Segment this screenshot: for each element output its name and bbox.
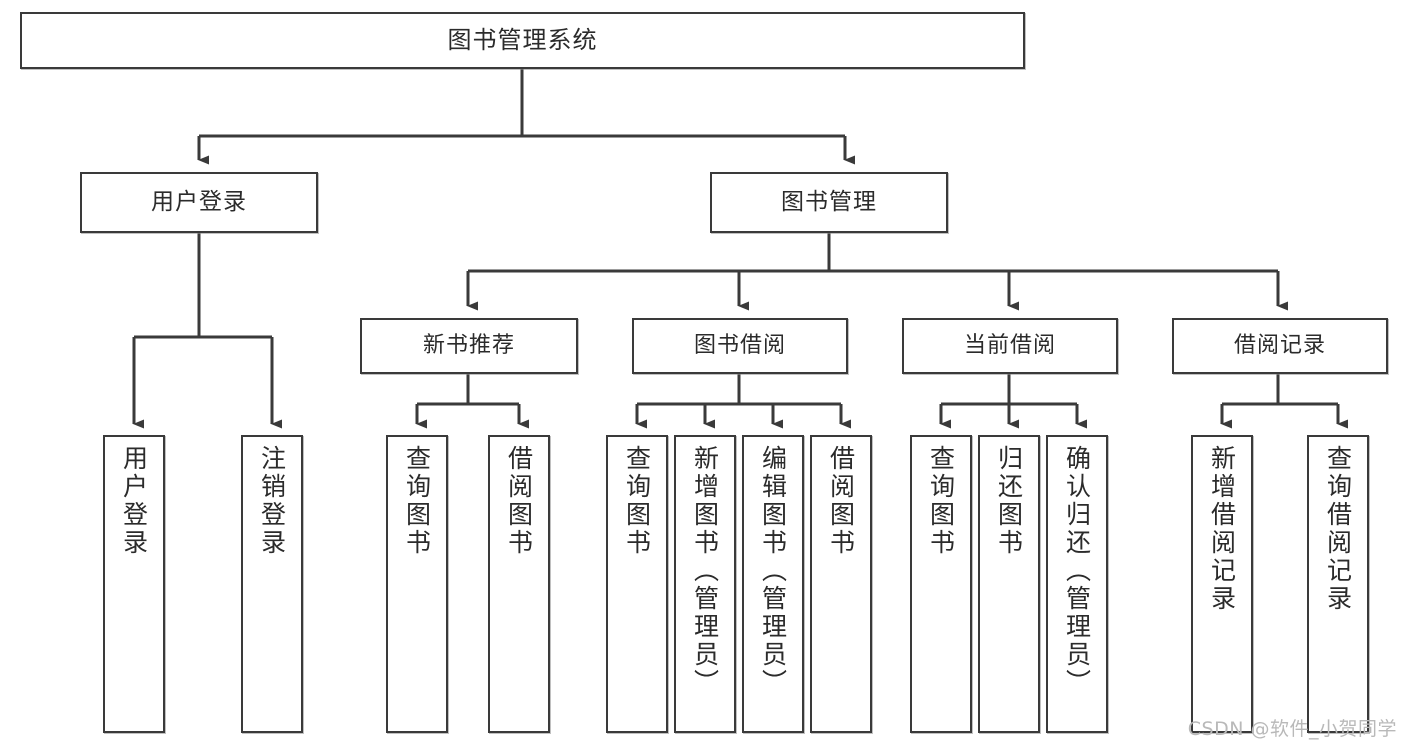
node-leaf-add-book-admin[interactable]: 新增图书（管理员） [674,435,736,733]
node-new-book-recommend[interactable]: 新书推荐 [360,318,578,374]
node-book-management[interactable]: 图书管理 [710,172,948,233]
node-book-borrow[interactable]: 图书借阅 [632,318,848,374]
node-label: 新增借阅记录 [1207,445,1237,613]
node-user-login[interactable]: 用户登录 [80,172,318,233]
node-label: 新书推荐 [422,333,515,359]
node-label: 用户登录 [119,445,149,557]
node-label: 当前借阅 [963,333,1056,359]
node-root-book-management-system[interactable]: 图书管理系统 [20,12,1025,69]
node-label: 用户登录 [151,189,247,216]
node-label: 图书管理系统 [447,25,598,54]
node-label: 确认归还（管理员） [1062,445,1092,697]
node-current-borrow[interactable]: 当前借阅 [902,318,1118,374]
node-leaf-add-borrow-record[interactable]: 新增借阅记录 [1191,435,1253,733]
node-leaf-logout[interactable]: 注销登录 [241,435,303,733]
node-label: 借阅图书 [826,445,856,557]
node-leaf-confirm-return-admin[interactable]: 确认归还（管理员） [1046,435,1108,733]
node-label: 查询图书 [402,445,432,557]
node-leaf-borrow-book[interactable]: 借阅图书 [810,435,872,733]
node-label: 查询借阅记录 [1323,445,1353,613]
node-leaf-query-book-borrow[interactable]: 查询图书 [606,435,668,733]
node-label: 图书借阅 [693,333,786,359]
node-leaf-query-borrow-record[interactable]: 查询借阅记录 [1307,435,1369,733]
node-label: 归还图书 [994,445,1024,557]
node-leaf-return-book[interactable]: 归还图书 [978,435,1040,733]
node-label: 查询图书 [926,445,956,557]
node-label: 借阅图书 [504,445,534,557]
node-label: 借阅记录 [1233,333,1326,359]
node-leaf-user-login[interactable]: 用户登录 [103,435,165,733]
node-borrow-record[interactable]: 借阅记录 [1172,318,1388,374]
node-leaf-edit-book-admin[interactable]: 编辑图书（管理员） [742,435,804,733]
node-label: 注销登录 [257,445,287,557]
node-leaf-query-book-current[interactable]: 查询图书 [910,435,972,733]
node-leaf-borrow-book-recommend[interactable]: 借阅图书 [488,435,550,733]
node-label: 查询图书 [622,445,652,557]
node-label: 新增图书（管理员） [690,445,720,697]
node-label: 图书管理 [781,189,877,216]
node-label: 编辑图书（管理员） [758,445,788,697]
node-leaf-query-book-recommend[interactable]: 查询图书 [386,435,448,733]
